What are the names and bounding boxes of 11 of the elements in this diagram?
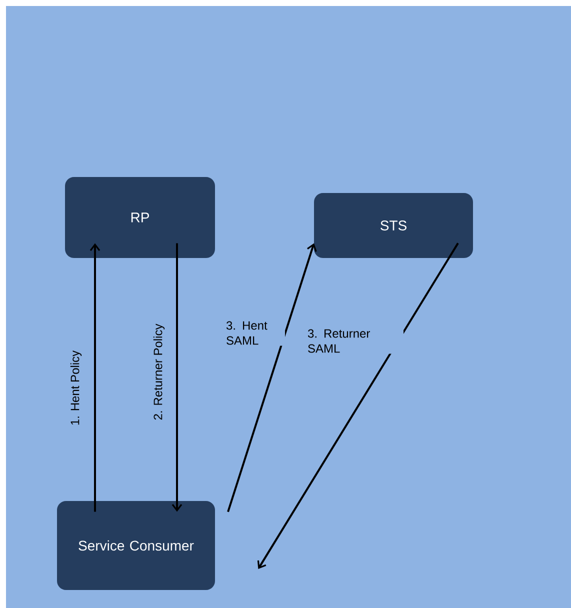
process-box: Service Consumer (57, 501, 215, 590)
edge-label: 3. Returner SAML (306, 328, 404, 354)
arrow (90, 243, 100, 512)
arrow (227, 243, 317, 512)
process-box: STS (314, 193, 473, 258)
arrow (172, 243, 182, 512)
edge-label: 1. Hent Policy (69, 349, 83, 427)
process-box: RP (65, 177, 215, 258)
edge-label: 3. Hent SAML (225, 320, 285, 346)
arrow (257, 242, 459, 569)
edge-label: 2. Returner Policy (152, 322, 166, 422)
